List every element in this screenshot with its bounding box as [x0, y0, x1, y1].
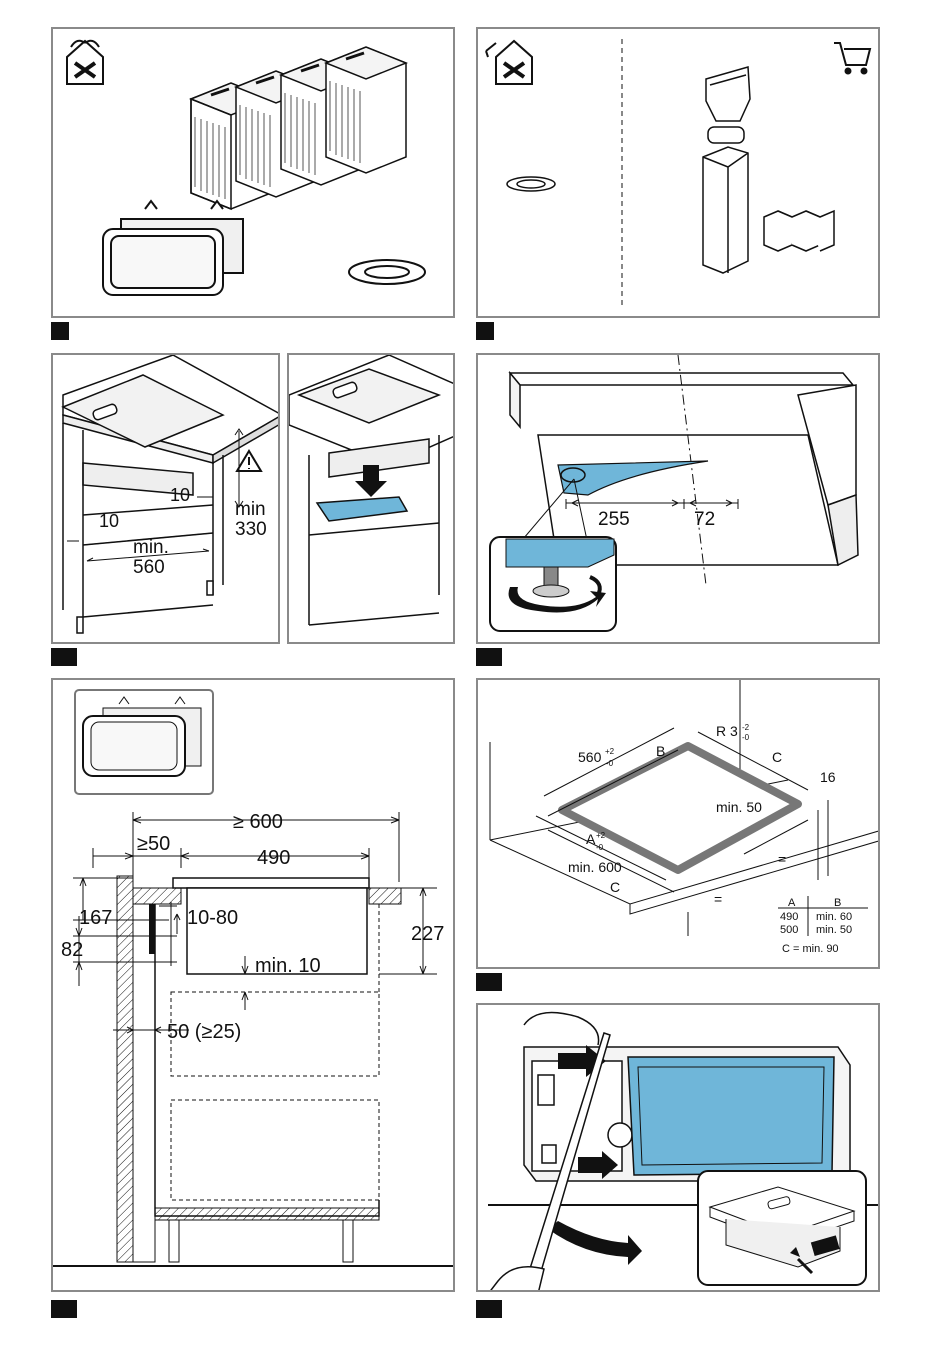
dim-600: ≥ 600 — [233, 811, 283, 833]
small-seal-ring — [507, 177, 555, 191]
dim-min50: min. 50 — [716, 799, 762, 815]
dim-82: 82 — [61, 939, 83, 961]
filter-panel-blue — [628, 1057, 834, 1175]
exhaust-house-icon — [486, 41, 532, 84]
tol-a-bot: -0 — [596, 843, 604, 852]
figure-marker-7 — [476, 1300, 502, 1318]
panel-clearances: 10 10 min 330 min. 560 — [51, 353, 280, 644]
figure-marker-6 — [476, 973, 502, 991]
dim-227: 227 — [411, 923, 444, 945]
table-head-a: A — [788, 897, 796, 909]
tol-560-bot: -0 — [606, 759, 614, 768]
dim-490: 490 — [257, 847, 290, 869]
table-row2-a: 500 — [780, 924, 798, 936]
dim-10-left: 10 — [99, 511, 119, 531]
duct-adapter — [103, 201, 243, 295]
shopping-cart-icon — [834, 43, 870, 74]
dim-min-330-b: 330 — [235, 519, 267, 540]
figure-marker-3 — [51, 648, 77, 666]
adjust-foot-detail — [490, 537, 616, 631]
panel-exhaust-parts — [476, 27, 880, 318]
arrow-rotate — [548, 1221, 642, 1265]
dim-255: 255 — [598, 509, 630, 530]
equal-mark-1: = — [714, 891, 722, 907]
dim-min: min. — [133, 537, 169, 558]
dim-16: 16 — [820, 769, 836, 785]
figure-marker-2 — [476, 322, 494, 340]
filter-cassettes — [191, 47, 406, 209]
tol-a-top: +2 — [596, 831, 606, 840]
figure-marker-1 — [51, 322, 69, 340]
dim-10-right: 10 — [170, 485, 190, 505]
label-b: B — [656, 743, 665, 759]
warning-icon — [237, 451, 261, 471]
dim-50-25: 50 (≥25) — [167, 1021, 241, 1043]
dim-50: ≥50 — [137, 833, 170, 855]
table-row1-b: min. 60 — [816, 911, 852, 923]
dim-min10: min. 10 — [255, 955, 321, 977]
panel-insert-shelf — [287, 353, 455, 644]
table-note: C = min. 90 — [782, 943, 839, 955]
dimension-table: A B 490 min. 60 500 min. 50 C = min. 90 — [778, 896, 868, 955]
panel-cross-section: ≥ 600 ≥50 490 167 82 10-80 227 min. 10 5… — [51, 678, 455, 1292]
label-r: R 3 — [716, 723, 738, 739]
panel-cutout: 560 +2 -0 B R 3 -2 -0 C 16 min. 50 A +2 … — [476, 678, 880, 969]
label-c-bottom: C — [610, 879, 620, 895]
blue-insert — [317, 497, 407, 521]
table-row2-b: min. 50 — [816, 924, 852, 936]
equal-mark-2: = — [778, 851, 786, 867]
dim-72: 72 — [694, 509, 715, 530]
table-row1-a: 490 — [780, 911, 798, 923]
tol-r-top: -2 — [742, 723, 750, 732]
dim-167: 167 — [79, 907, 112, 929]
table-head-b: B — [834, 897, 841, 909]
figure-marker-5 — [51, 1300, 77, 1318]
panel-filter-removal — [476, 1003, 880, 1292]
hob-detail-inset — [698, 1171, 866, 1285]
recirculation-house-icon — [67, 41, 103, 84]
dim-560: 560 — [133, 557, 165, 578]
seal-ring — [349, 260, 425, 284]
dim-min600: min. 600 — [568, 859, 622, 875]
tol-r-bot: -0 — [742, 733, 750, 742]
panel-base-adjustment: 255 72 — [476, 353, 880, 644]
tol-560-top: +2 — [605, 747, 615, 756]
figure-marker-4 — [476, 648, 502, 666]
panel-recirculation-parts — [51, 27, 455, 318]
dim-min-330-a: min — [235, 499, 266, 520]
duct-adapter-inset — [75, 690, 213, 794]
label-a: A — [586, 831, 596, 847]
label-c-top: C — [772, 749, 782, 765]
dim-560: 560 — [578, 749, 602, 765]
dim-10-80: 10-80 — [187, 907, 238, 929]
chimney-kit — [703, 67, 834, 273]
